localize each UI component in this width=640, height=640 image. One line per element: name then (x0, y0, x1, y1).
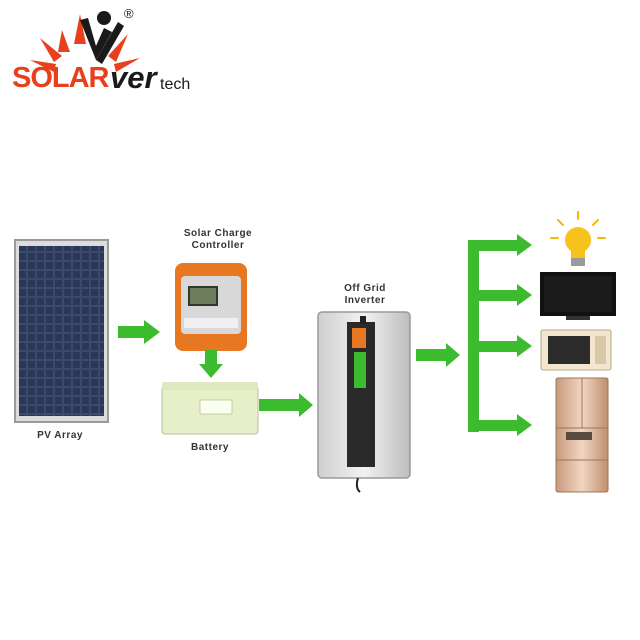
distribution-bus (468, 240, 479, 432)
arrow-to-tv (479, 284, 532, 306)
charge-controller-label-line1: Solar Charge (183, 228, 253, 239)
brand-ver: ver (110, 60, 157, 95)
battery-label: Battery (191, 442, 229, 453)
inverter-label: Off Grid Inverter (315, 283, 415, 307)
microwave-icon (540, 329, 612, 371)
inverter-label-line1: Off Grid (344, 283, 386, 294)
registered-mark: ® (124, 6, 134, 21)
television-icon (540, 272, 616, 320)
pv-array-label: PV Array (37, 430, 83, 441)
arrow-to-light (479, 234, 532, 256)
arrow-pv-to-controller (118, 320, 160, 344)
arrow-battery-to-inverter (259, 393, 313, 417)
flow-arrows (118, 234, 532, 436)
refrigerator-icon (555, 377, 609, 493)
inverter-label-line2: Inverter (344, 295, 386, 306)
arrow-to-microwave (479, 335, 532, 357)
arrow-inverter-to-loads (416, 343, 460, 367)
charge-controller-icon (175, 263, 247, 351)
arrow-to-refrigerator (479, 414, 532, 436)
brand-tech: tech (160, 76, 191, 93)
arrow-controller-to-battery (199, 350, 223, 378)
brand-solar: SOLAR (12, 62, 109, 94)
pv-panel-icon (14, 239, 109, 423)
charge-controller-label-line2: Controller (191, 240, 245, 251)
inverter-icon (317, 311, 411, 493)
battery-icon (161, 382, 259, 435)
light-bulb-icon (550, 211, 606, 266)
charge-controller-label: Solar Charge Controller (168, 228, 268, 252)
